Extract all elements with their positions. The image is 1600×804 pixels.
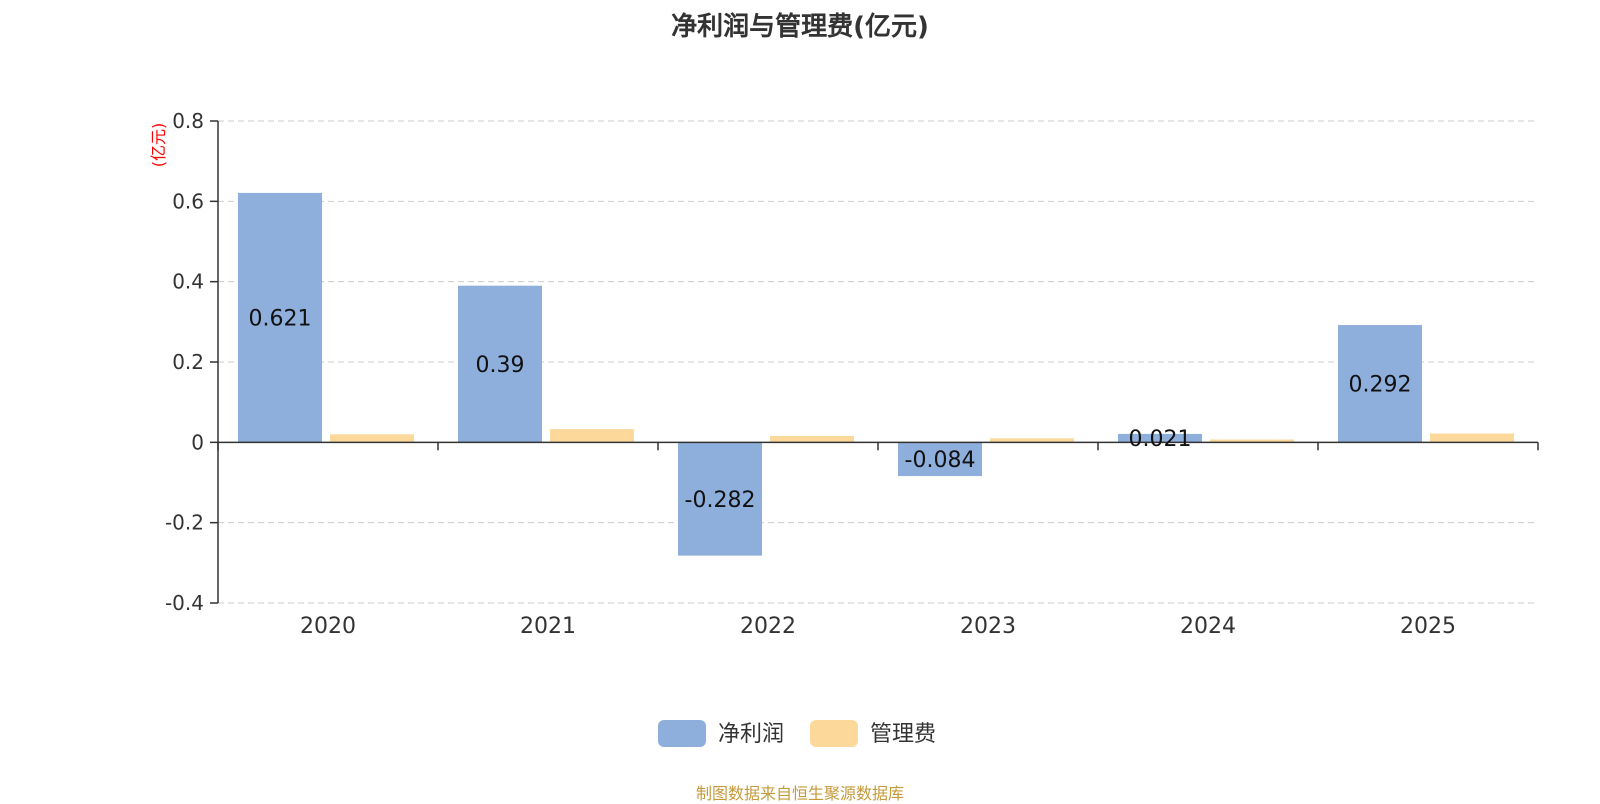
bar-admin-expense-2022 — [770, 435, 854, 443]
x-tick-label: 2021 — [520, 614, 576, 639]
x-tick-label: 2022 — [740, 614, 796, 639]
data-label: 0.621 — [249, 307, 312, 332]
y-tick-label: -0.4 — [165, 591, 204, 615]
x-tick-label: 2024 — [1180, 614, 1236, 639]
y-tick-label: 0.2 — [172, 350, 204, 374]
x-tick-label: 2020 — [300, 614, 356, 639]
legend-swatch-admin-expense — [810, 720, 858, 747]
y-tick-label: 0.6 — [172, 189, 204, 213]
x-tick-label: 2023 — [960, 614, 1016, 639]
data-source-note: 制图数据来自恒生聚源数据库 — [695, 784, 904, 803]
bar-net-profit-2023 — [898, 442, 982, 477]
chart-title: 净利润与管理费(亿元) — [671, 12, 929, 42]
y-axis-unit-label: (亿元) — [149, 123, 168, 168]
grid-lines — [218, 120, 1538, 604]
labels: -0.4 -0.2 0 0.2 0.4 0.6 0.8(亿元) 0.621 2020 0.39 20… — [149, 109, 1456, 639]
data-label: -0.282 — [685, 488, 756, 513]
data-label: 0.39 — [476, 353, 525, 378]
bar-net-profit-2025 — [1338, 325, 1422, 443]
data-label: -0.084 — [905, 448, 976, 473]
x-tick-label: 2025 — [1400, 614, 1456, 639]
bar-net-profit-2024 — [1118, 433, 1202, 443]
legend-label: 管理费 — [870, 722, 936, 747]
axes — [210, 120, 1539, 604]
y-tick-label: -0.2 — [165, 511, 204, 535]
data-label: 0.292 — [1349, 373, 1412, 398]
y-tick-label: 0 — [191, 430, 204, 454]
y-tick-label: 0.8 — [172, 109, 204, 133]
bar-net-profit-2020 — [238, 192, 322, 443]
legend: 净利润 管理费 — [658, 720, 936, 747]
bars — [238, 192, 1514, 556]
bar-admin-expense-2021 — [550, 429, 634, 443]
bar-admin-expense-2020 — [330, 434, 414, 443]
y-tick-label: 0.4 — [172, 270, 204, 294]
bar-net-profit-2021 — [458, 285, 542, 443]
bar-admin-expense-2023 — [990, 438, 1074, 443]
bar-admin-expense-2025 — [1430, 433, 1514, 443]
legend-label: 净利润 — [718, 722, 784, 747]
data-label: 0.021 — [1129, 427, 1192, 452]
bar-admin-expense-2024 — [1210, 439, 1294, 443]
legend-swatch-net-profit — [658, 720, 706, 747]
bar-net-profit-2022 — [678, 442, 762, 556]
